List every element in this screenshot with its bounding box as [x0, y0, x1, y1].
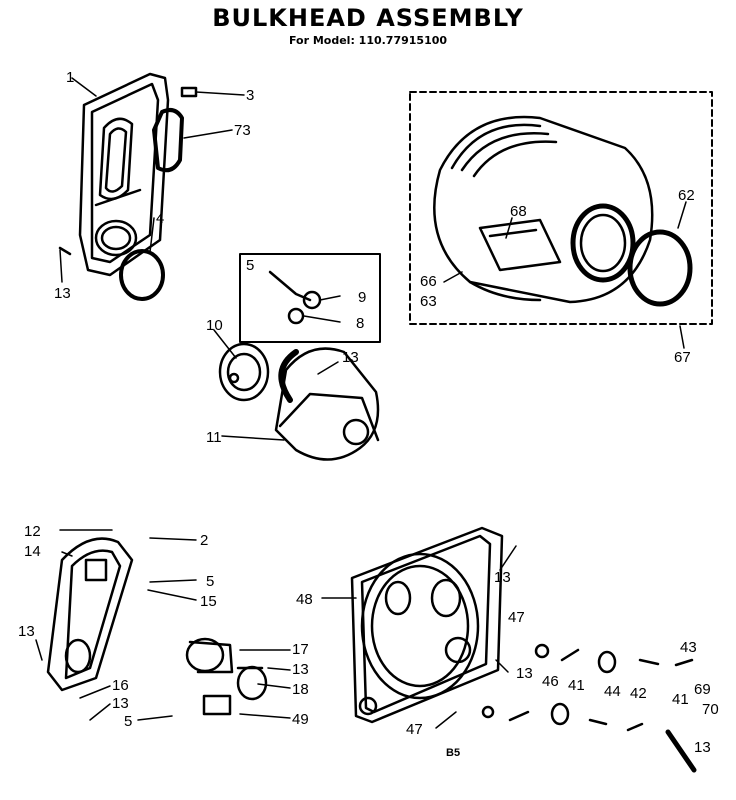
lint-duct-part — [46, 537, 134, 692]
model-subtitle: For Model: 110.77915100 — [288, 34, 448, 47]
callout-66: 66 — [420, 273, 437, 290]
callout-15: 15 — [200, 593, 217, 610]
callout-13: 13 — [694, 739, 711, 756]
callout-18: 18 — [292, 681, 309, 698]
callout-11: 11 — [206, 429, 222, 446]
fastener-detail-parts — [268, 270, 322, 325]
callout-44: 44 — [604, 683, 621, 700]
callout-8: 8 — [356, 315, 364, 332]
callout-69: 69 — [694, 681, 711, 698]
callout-62: 62 — [678, 187, 695, 204]
front-bulkhead-part — [78, 72, 170, 277]
callout-10: 10 — [206, 317, 223, 334]
callout-47: 47 — [508, 609, 525, 626]
callout-43: 43 — [680, 639, 697, 656]
callout-68: 68 — [510, 203, 527, 220]
blower-wheel-part — [218, 342, 270, 402]
callout-16: 16 — [112, 677, 129, 694]
drum-kit-dashed-box — [409, 91, 713, 325]
callout-17: 17 — [292, 641, 309, 658]
fastener-detail-box — [239, 253, 381, 343]
callout-5: 5 — [206, 573, 214, 590]
callout-70: 70 — [702, 701, 719, 718]
blower-housing-part — [274, 347, 380, 461]
callout-13: 13 — [112, 695, 129, 712]
rear-bulkhead-part — [350, 526, 504, 724]
callout-46: 46 — [542, 673, 559, 690]
gasket-part — [152, 108, 184, 173]
callout-41: 41 — [568, 677, 585, 694]
page-title: BULKHEAD ASSEMBLY — [212, 4, 524, 32]
callout-41: 41 — [672, 691, 689, 708]
callout-42: 42 — [630, 685, 647, 702]
callout-73: 73 — [234, 122, 251, 139]
flapper-parts — [185, 637, 268, 716]
callout-5: 5 — [124, 713, 132, 730]
callout-48: 48 — [296, 591, 313, 608]
drum-part — [433, 115, 654, 304]
callout-9: 9 — [358, 289, 366, 306]
callout-4: 4 — [156, 210, 164, 227]
callout-13: 13 — [342, 349, 359, 366]
callout-63: 63 — [420, 293, 437, 310]
callout-13: 13 — [54, 285, 71, 302]
callout-13: 13 — [18, 623, 35, 640]
callout-49: 49 — [292, 711, 309, 728]
callout-67: 67 — [674, 349, 691, 366]
callout-47: 47 — [406, 721, 423, 738]
bearing-hardware-row — [481, 643, 697, 773]
page-code: B5 — [446, 747, 460, 759]
callout-13: 13 — [292, 661, 309, 678]
callout-13: 13 — [494, 569, 511, 586]
callout-1: 1 — [66, 69, 74, 86]
leader-lines — [35, 77, 687, 729]
callout-13: 13 — [516, 665, 533, 682]
callout-2: 2 — [200, 532, 208, 549]
callout-12: 12 — [24, 523, 41, 540]
callout-14: 14 — [24, 543, 41, 560]
seal-ring-part — [119, 249, 165, 301]
callout-5: 5 — [246, 257, 254, 274]
rear-seal-part — [627, 229, 693, 307]
callout-3: 3 — [246, 87, 254, 104]
